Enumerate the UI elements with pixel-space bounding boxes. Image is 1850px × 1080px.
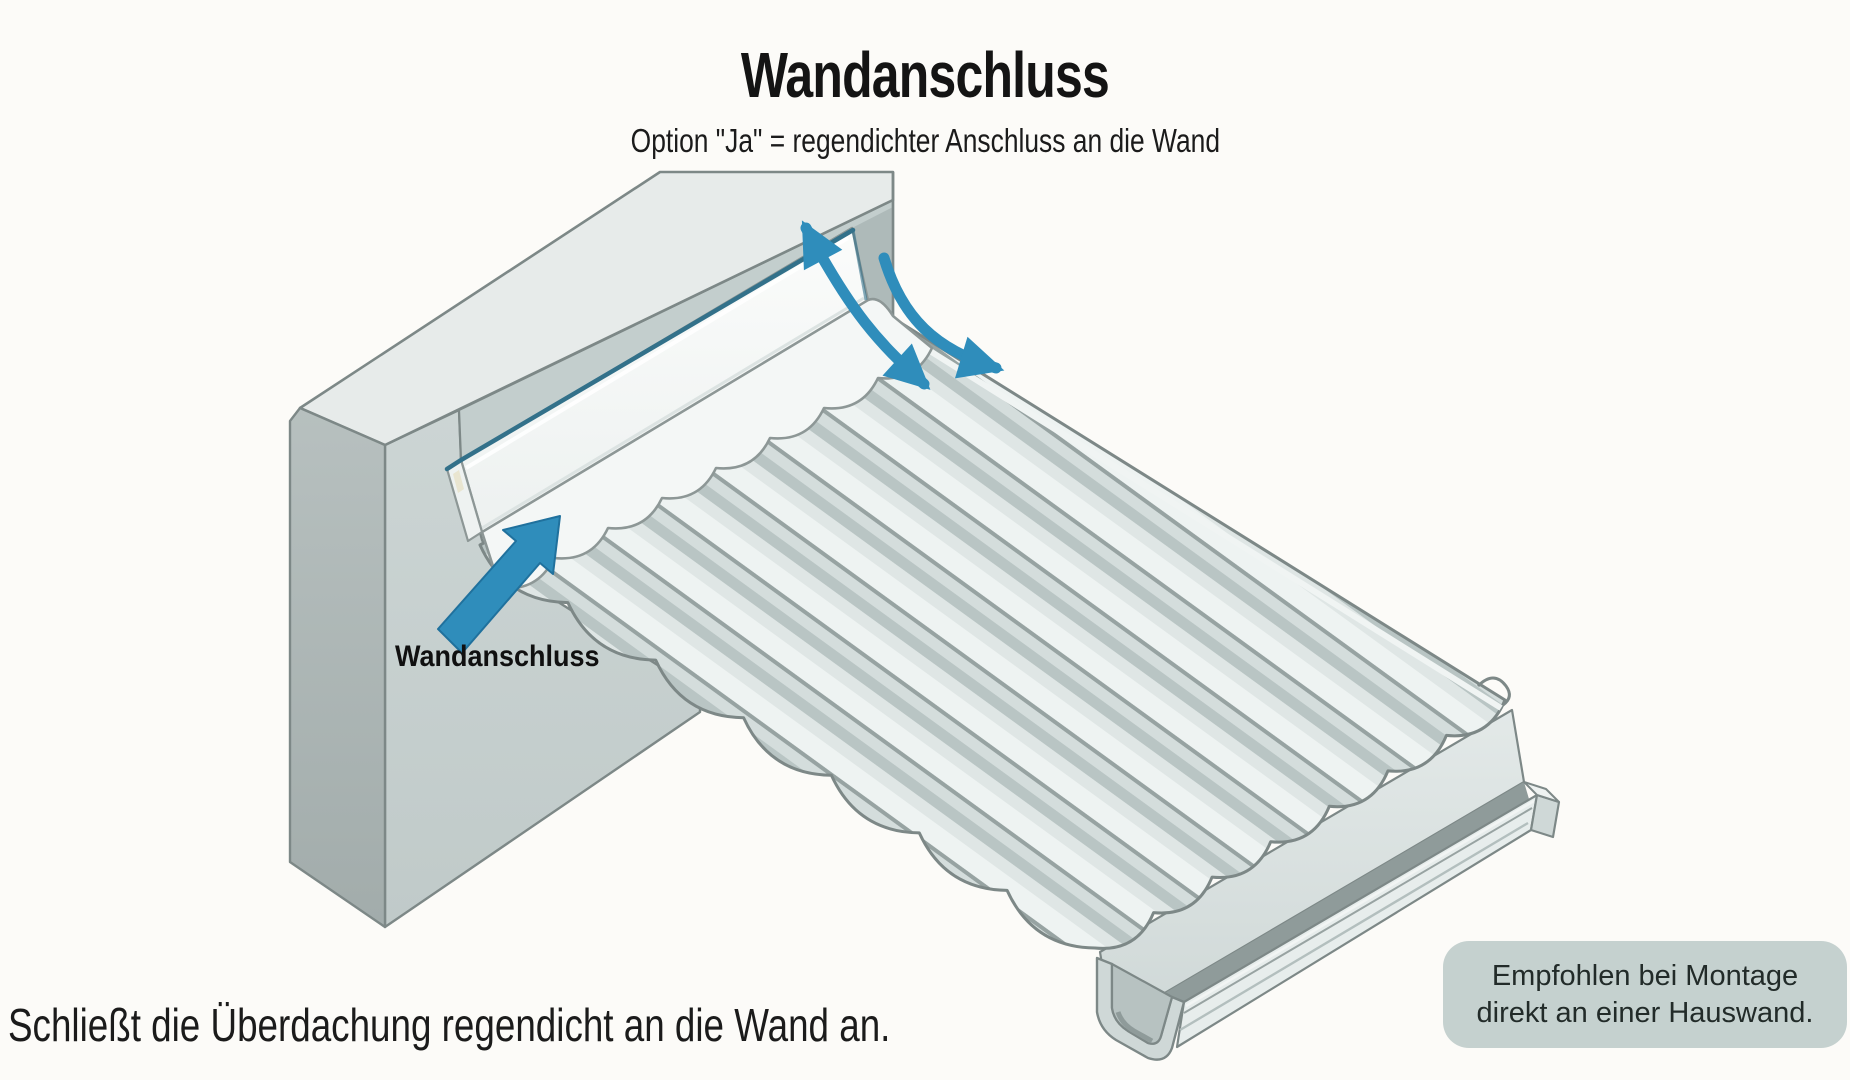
corrugated-roof-panel (478, 316, 1511, 950)
water-flow-roof-arrow (878, 252, 1005, 379)
page-subtitle-row: Option "Ja" = regendichter Anschluss an … (0, 122, 1850, 160)
note-box: Empfohlen bei Montage direkt an einer Ha… (1443, 941, 1847, 1048)
note-box-line1: Empfohlen bei Montage (1491, 959, 1799, 992)
water-flow-wall-arrow (800, 220, 931, 390)
caption-text: Schließt die Überdachung regendicht an d… (8, 999, 891, 1051)
note-box-line2: direkt an einer Hauswand. (1476, 996, 1814, 1029)
pointer-arrow (437, 515, 561, 654)
panel-edge-curl (1476, 676, 1511, 707)
page-subtitle: Option "Ja" = regendichter Anschluss an … (630, 122, 1220, 159)
panel-sheet (478, 316, 1507, 950)
page-title-row: Wandanschluss (0, 38, 1850, 112)
water-flow-arrows (800, 220, 1005, 390)
gutter (1095, 708, 1561, 1061)
flashing-seal-edge (444, 227, 856, 472)
pointer-label: Wandanschluss (395, 640, 600, 673)
gutter-interior (1112, 782, 1529, 1041)
page-title: Wandanschluss (740, 39, 1110, 111)
wall-left-face (288, 406, 387, 929)
